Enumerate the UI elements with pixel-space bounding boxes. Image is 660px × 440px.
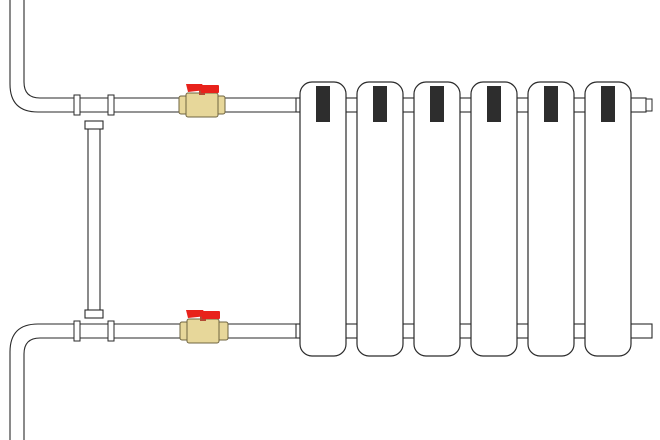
radiator-section-band xyxy=(316,86,330,122)
radiator-section-band xyxy=(373,86,387,122)
radiator-section-band xyxy=(430,86,444,122)
supply-valve[interactable] xyxy=(178,84,226,118)
bypass-pipe xyxy=(84,120,104,319)
radiator-section-band xyxy=(487,86,501,122)
radiator xyxy=(299,81,632,357)
return-valve[interactable] xyxy=(179,310,229,344)
pipe-couplings xyxy=(73,94,115,342)
radiator-section xyxy=(299,81,347,357)
radiator-section-band xyxy=(544,86,558,122)
return-riser-pipe xyxy=(9,323,300,440)
ball-valve-icon xyxy=(186,310,207,318)
radiator-section xyxy=(527,81,575,357)
radiator-section xyxy=(413,81,461,357)
radiator-section xyxy=(584,81,632,357)
radiator-section xyxy=(470,81,518,357)
radiator-section-band xyxy=(601,86,615,122)
radiator-section xyxy=(356,81,404,357)
supply-riser-pipe xyxy=(9,0,300,113)
